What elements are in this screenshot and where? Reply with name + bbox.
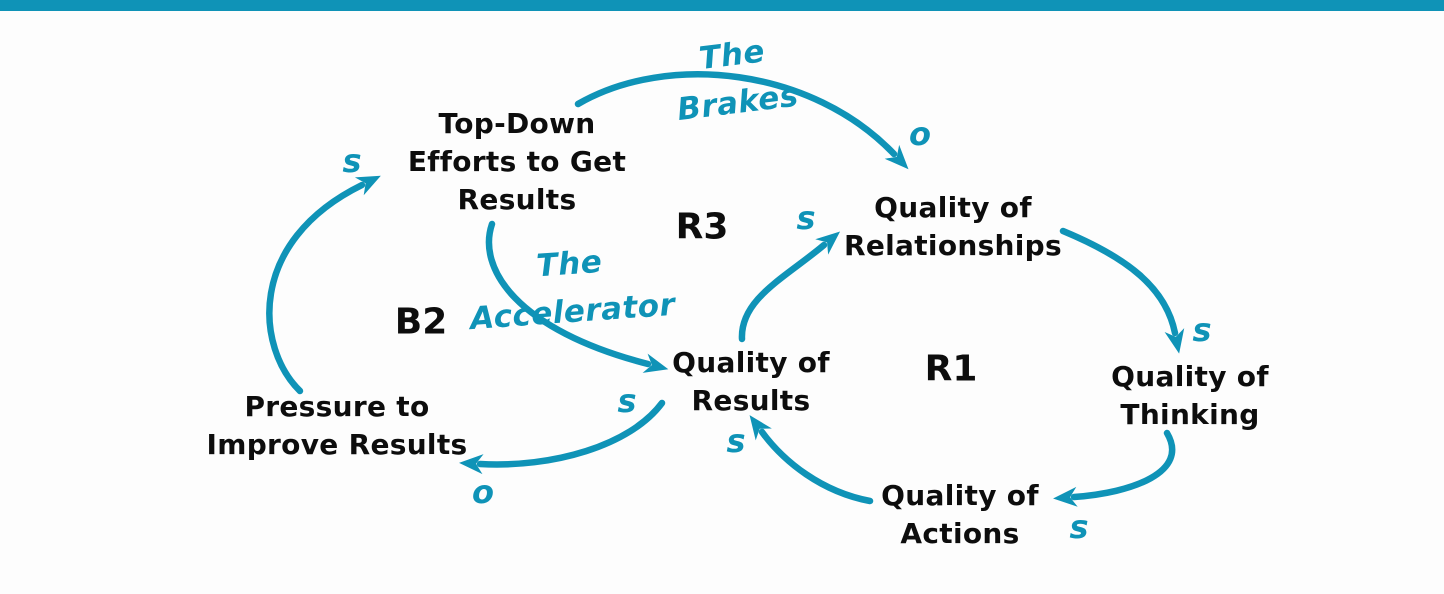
node-line: Quality of xyxy=(1111,360,1269,393)
arrow-accelerator-topdown-to-results-icon xyxy=(485,220,669,373)
polarity-brakes-to-relationships: o xyxy=(909,115,931,153)
node-line: Quality of xyxy=(881,479,1039,512)
arrow-results-to-pressure-icon xyxy=(459,399,666,475)
node-line: Improve Results xyxy=(206,428,468,461)
node-quality-of-actions: Quality of Actions xyxy=(881,477,1039,553)
arrow-thinking-to-actions-icon xyxy=(1053,429,1176,507)
node-line: Efforts to Get xyxy=(407,145,627,178)
node-pressure-to-improve-results: Pressure to Improve Results xyxy=(207,388,468,464)
node-line: Actions xyxy=(900,517,1020,550)
node-line: Quality of xyxy=(874,191,1032,224)
polarity-accelerator-to-results: s xyxy=(617,382,637,420)
polarity-pressure-to-topdown: s xyxy=(342,142,362,180)
arrow-actions-to-results-icon xyxy=(749,415,874,505)
top-accent-bar xyxy=(0,0,1444,11)
node-line: Results xyxy=(457,183,577,216)
polarity-relationships-to-thinking: s xyxy=(1192,311,1212,349)
edge-label-the-brakes: The Brakes xyxy=(669,24,802,134)
arrow-relationships-to-thinking-icon xyxy=(1059,227,1185,354)
node-line: Top-Down xyxy=(438,107,596,140)
node-line: Results xyxy=(691,384,811,417)
node-quality-of-relationships: Quality of Relationships xyxy=(844,189,1062,265)
node-quality-of-results: Quality of Results xyxy=(672,344,830,420)
polarity-results-to-relationships: s xyxy=(796,199,816,237)
edge-label-the-accelerator: The Accelerator xyxy=(465,233,677,343)
arrow-brakes-topdown-to-relationships-icon xyxy=(574,71,909,170)
arrow-pressure-to-topdown-icon xyxy=(266,175,381,395)
node-top-down-efforts: Top-Down Efforts to Get Results xyxy=(408,105,626,219)
loop-label-b2: B2 xyxy=(394,301,448,343)
node-line: Relationships xyxy=(843,229,1063,262)
loop-label-r1: R1 xyxy=(924,348,978,390)
node-line: Pressure to xyxy=(244,390,430,423)
node-line: Quality of xyxy=(672,346,830,379)
node-quality-of-thinking: Quality of Thinking xyxy=(1111,358,1269,434)
polarity-results-to-pressure: o xyxy=(472,473,494,511)
arrow-results-to-relationships-icon xyxy=(738,231,841,343)
loop-label-r3: R3 xyxy=(675,206,729,248)
polarity-actions-to-results: s xyxy=(726,422,746,460)
node-line: Thinking xyxy=(1120,398,1260,431)
polarity-thinking-to-actions: s xyxy=(1069,508,1089,546)
